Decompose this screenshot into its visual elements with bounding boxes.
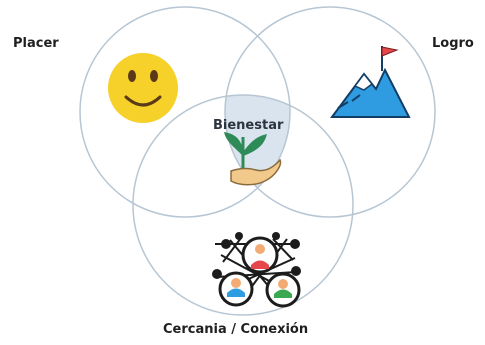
center-label: Bienestar bbox=[213, 118, 284, 133]
cercania-label: Cercania / Conexión bbox=[163, 322, 309, 337]
logro-circle bbox=[224, 6, 436, 218]
people-network-icon bbox=[212, 232, 301, 308]
cercania-circle bbox=[132, 94, 354, 316]
logro-label: Logro bbox=[432, 36, 474, 51]
mountain-flag-icon bbox=[330, 46, 411, 118]
placer-label: Placer bbox=[13, 36, 59, 51]
plant-in-hand-icon bbox=[224, 132, 282, 186]
smiley-face-icon bbox=[108, 53, 178, 123]
placer-circle bbox=[79, 6, 291, 218]
